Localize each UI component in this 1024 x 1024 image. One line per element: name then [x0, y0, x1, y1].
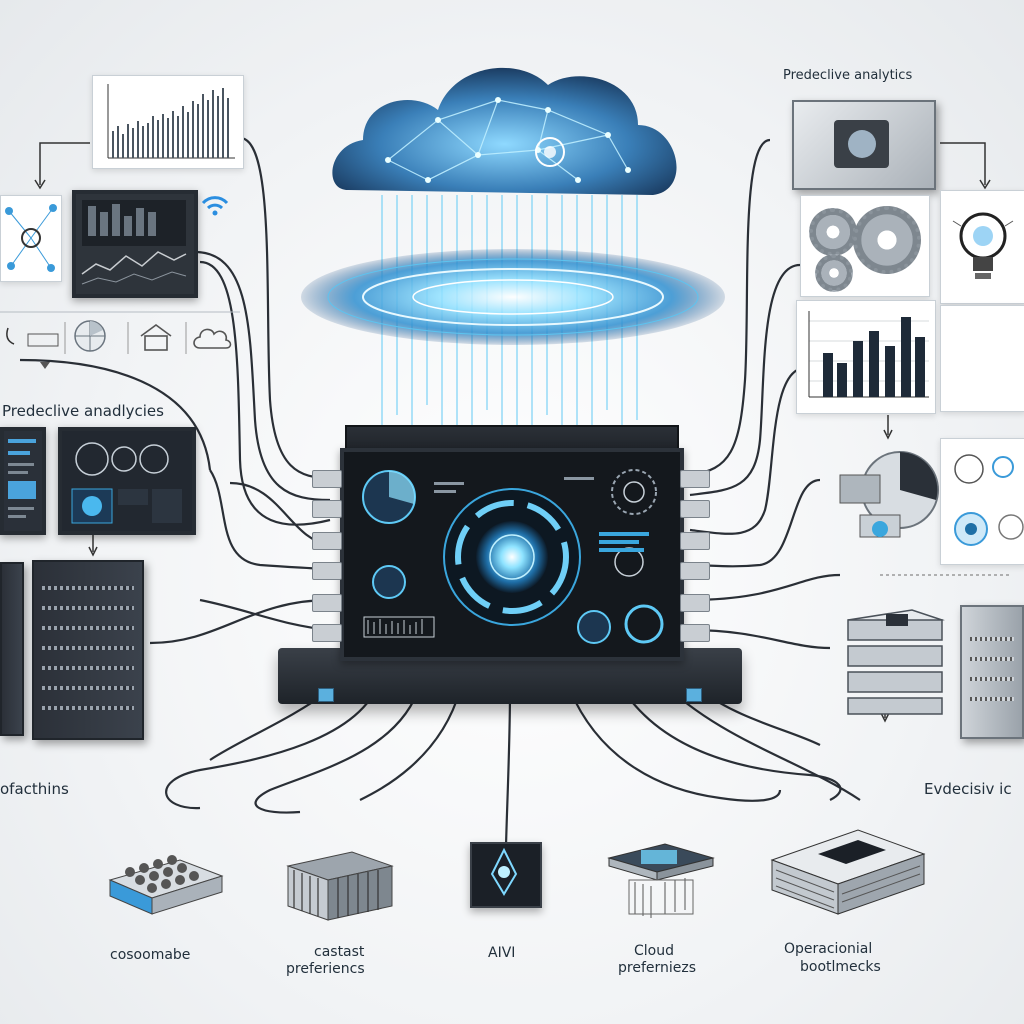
- hub-front-connector-1[interactable]: [318, 688, 334, 702]
- server-rack-left: [32, 560, 144, 740]
- lightbulb-icon: [952, 212, 1014, 279]
- tiny-arrow: [40, 362, 50, 369]
- caption-4a: Cloud: [634, 943, 674, 959]
- left-mid-label: ofacthins: [0, 780, 69, 798]
- projector-device: [792, 100, 936, 190]
- dashboard-panel-small: [0, 427, 46, 535]
- caption-3: AIVI: [488, 945, 516, 961]
- hub-port-l5[interactable]: [312, 594, 342, 612]
- halo-ring: [301, 249, 725, 345]
- predictive-analytics-label-left: Predeclive anadlycies: [2, 402, 164, 420]
- dashboard-display: [362, 469, 664, 644]
- hub-port-r5[interactable]: [680, 594, 710, 612]
- dashboard-panel-large: [58, 427, 196, 535]
- caption-2b: preferiencs: [286, 961, 365, 977]
- hub-port-r2[interactable]: [680, 500, 710, 518]
- gear-icon-large: [853, 206, 921, 274]
- central-hub-screen: [340, 448, 684, 661]
- lightbulb-card: [940, 190, 1024, 304]
- bar-chart-card: [796, 300, 936, 414]
- gear-icon: [809, 208, 857, 256]
- hub-port-l6[interactable]: [312, 624, 342, 642]
- component-processor: [768, 820, 928, 920]
- predictive-analytics-label-right: Predeclive analytics: [783, 68, 913, 83]
- icons-card: [940, 438, 1024, 565]
- component-heatsink-2: [282, 836, 400, 924]
- hub-front-connector-2[interactable]: [686, 688, 702, 702]
- heatsink-server-right: [960, 605, 1024, 739]
- analytics-monitor: [72, 190, 198, 298]
- hub-port-r3[interactable]: [680, 532, 710, 550]
- storage-stack: [842, 600, 948, 718]
- component-heatsink-1: [100, 840, 230, 920]
- component-cloud-chip: [605, 830, 717, 920]
- turbine-device: [830, 445, 940, 550]
- caption-2a: castast: [314, 944, 365, 960]
- hub-port-l2[interactable]: [312, 500, 342, 518]
- right-mid-label: Evdecisiv ic: [924, 780, 1012, 798]
- caption-5a: Operacionial: [784, 941, 873, 957]
- line-chart-card: [92, 75, 244, 169]
- cloud-outline-icon: [193, 328, 232, 349]
- icon-row: [0, 308, 240, 358]
- hub-port-r1[interactable]: [680, 470, 710, 488]
- wifi-icon: [201, 196, 229, 216]
- component-chip-ai: [470, 842, 542, 908]
- house-icon: [140, 324, 172, 351]
- gears-card: [800, 195, 930, 297]
- hub-port-r6[interactable]: [680, 624, 710, 642]
- server-rack-left-edge: [0, 562, 24, 736]
- hub-port-l1[interactable]: [312, 470, 342, 488]
- hub-port-l4[interactable]: [312, 562, 342, 580]
- caption-1: cosoomabe: [110, 947, 191, 963]
- globe-icon: [74, 320, 106, 352]
- hub-port-r4[interactable]: [680, 562, 710, 580]
- caption-5b: bootlmecks: [800, 959, 881, 975]
- network-diagram-card: [0, 195, 62, 282]
- caption-4b: preferniezs: [618, 960, 697, 976]
- hub-port-l3[interactable]: [312, 532, 342, 550]
- cloud-network-icon: [332, 67, 677, 195]
- gear-icon-small: [815, 254, 853, 292]
- mini-chart-card: [940, 305, 1024, 412]
